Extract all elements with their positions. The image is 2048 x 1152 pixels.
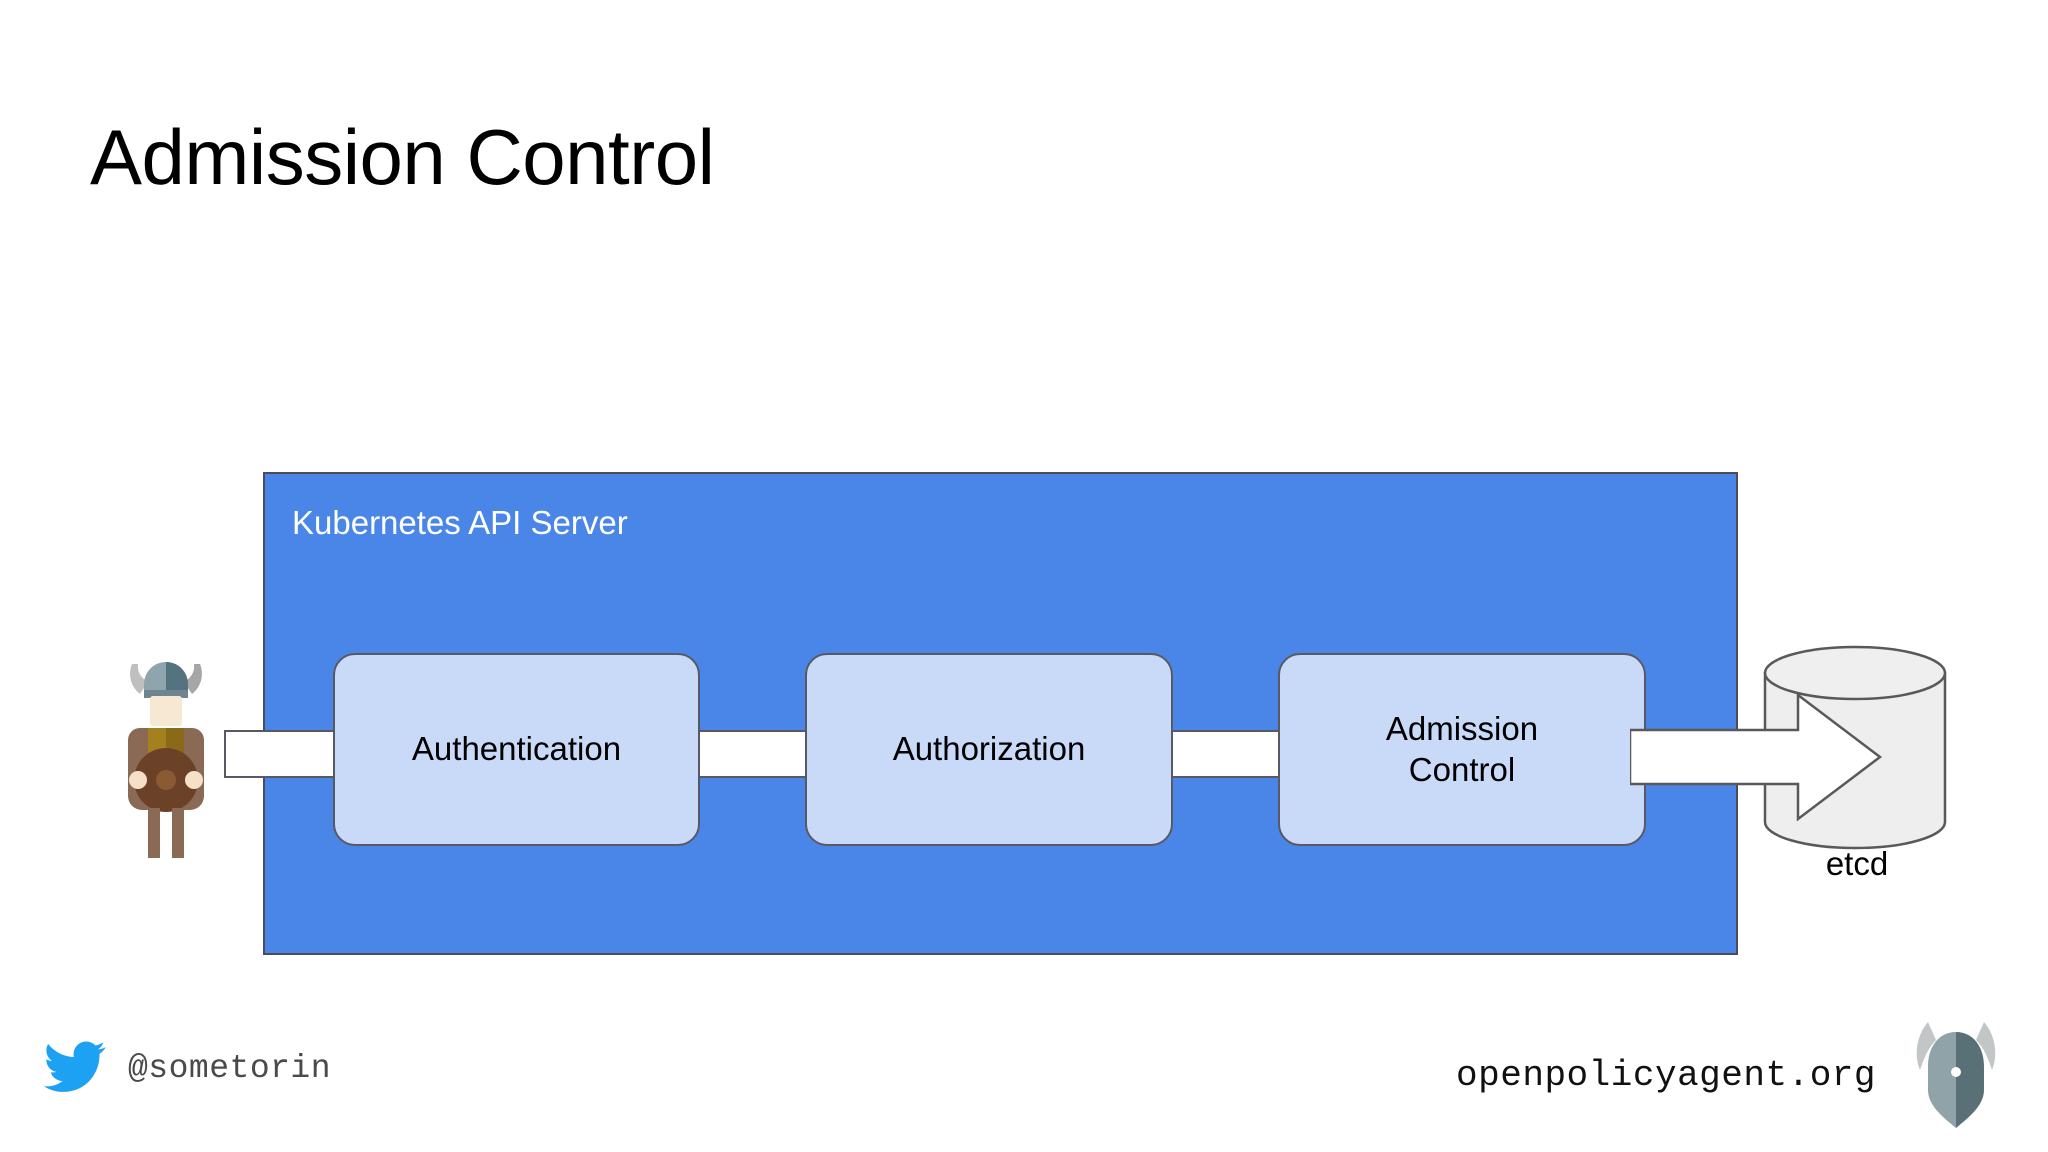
stage-authorization[interactable]: Authorization bbox=[805, 653, 1173, 846]
stage-admission-control-line1: Admission bbox=[1385, 710, 1539, 748]
stage-authentication[interactable]: Authentication bbox=[333, 653, 700, 846]
opa-website-url: openpolicyagent.org bbox=[1456, 1054, 1876, 1096]
api-server-label: Kubernetes API Server bbox=[292, 504, 628, 541]
footer-opa[interactable]: openpolicyagent.org bbox=[1456, 1020, 2002, 1130]
twitter-bird-icon bbox=[44, 1040, 106, 1096]
stage-admission-control[interactable]: Admission Control bbox=[1278, 653, 1646, 846]
connector-authorization-to-admission-control bbox=[1163, 730, 1288, 778]
stage-admission-control-label: Admission Control bbox=[1386, 709, 1538, 790]
stage-authentication-label: Authentication bbox=[411, 730, 622, 768]
viking-user-actor bbox=[118, 640, 214, 858]
etcd-label: etcd bbox=[1825, 845, 1889, 882]
etcd-datastore bbox=[1628, 640, 1990, 910]
connector-authentication-to-authorization bbox=[690, 730, 815, 778]
stage-admission-control-line2: Control bbox=[1408, 750, 1516, 788]
stage-authorization-label: Authorization bbox=[892, 730, 1086, 768]
page-title: Admission Control bbox=[90, 113, 715, 201]
twitter-handle: @sometorin bbox=[128, 1049, 332, 1087]
connector-user-to-authentication bbox=[224, 730, 350, 778]
opa-helmet-logo-icon bbox=[1910, 1020, 2002, 1130]
footer-twitter[interactable]: @sometorin bbox=[44, 1040, 331, 1096]
